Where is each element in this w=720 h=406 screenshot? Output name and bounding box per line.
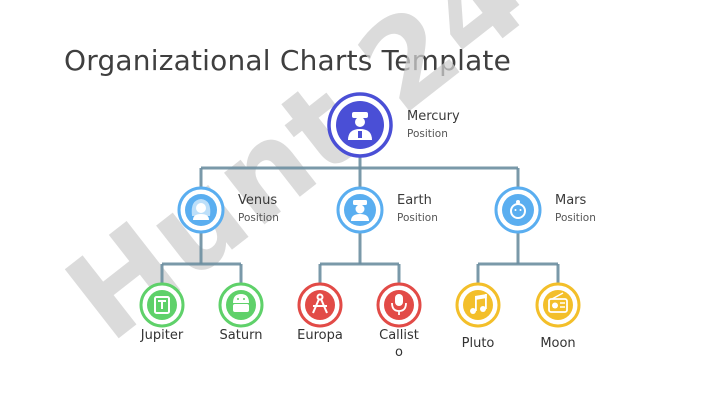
node-venus[interactable]	[177, 186, 225, 234]
leaf-label-moon: Moon	[540, 336, 576, 351]
compass-icon	[312, 293, 328, 314]
node-saturn[interactable]	[218, 282, 264, 328]
node-position: Position	[407, 128, 448, 140]
node-europa[interactable]	[297, 282, 343, 328]
nurse-icon	[351, 200, 369, 221]
music-icon	[470, 294, 487, 314]
node-moon[interactable]	[535, 282, 581, 328]
leaf-label-saturn: Saturn	[219, 328, 263, 343]
node-name: Mars	[555, 193, 587, 208]
leaf-label-callisto: Callisto	[379, 328, 419, 360]
radio-icon	[548, 292, 568, 313]
leaf-label-jupiter: Jupiter	[140, 328, 184, 343]
tablet-icon	[154, 296, 170, 314]
baby-icon	[510, 200, 526, 219]
node-position: Position	[555, 212, 596, 224]
node-jupiter[interactable]	[139, 282, 185, 328]
label-mercury: Mercury Position	[407, 109, 460, 140]
leaf-label-europa: Europa	[297, 328, 343, 343]
microphone-icon	[391, 294, 407, 315]
node-callisto[interactable]	[376, 282, 422, 328]
node-position: Position	[397, 212, 438, 224]
node-position: Position	[238, 212, 279, 224]
woman-icon	[191, 199, 211, 220]
doctor-icon	[348, 112, 372, 140]
node-earth[interactable]	[336, 186, 384, 234]
node-mars[interactable]	[494, 186, 542, 234]
slide-title: Organizational Charts Template	[64, 44, 512, 77]
node-pluto[interactable]	[455, 282, 501, 328]
node-mercury[interactable]	[327, 92, 393, 158]
label-earth: Earth Position	[397, 193, 438, 224]
label-venus: Venus Position	[238, 193, 279, 224]
node-name: Venus	[238, 193, 278, 208]
label-mars: Mars Position	[555, 193, 596, 224]
leaf-label-pluto: Pluto	[461, 336, 495, 351]
android-icon	[233, 294, 249, 312]
node-name: Earth	[397, 193, 432, 208]
node-name: Mercury	[407, 109, 460, 124]
